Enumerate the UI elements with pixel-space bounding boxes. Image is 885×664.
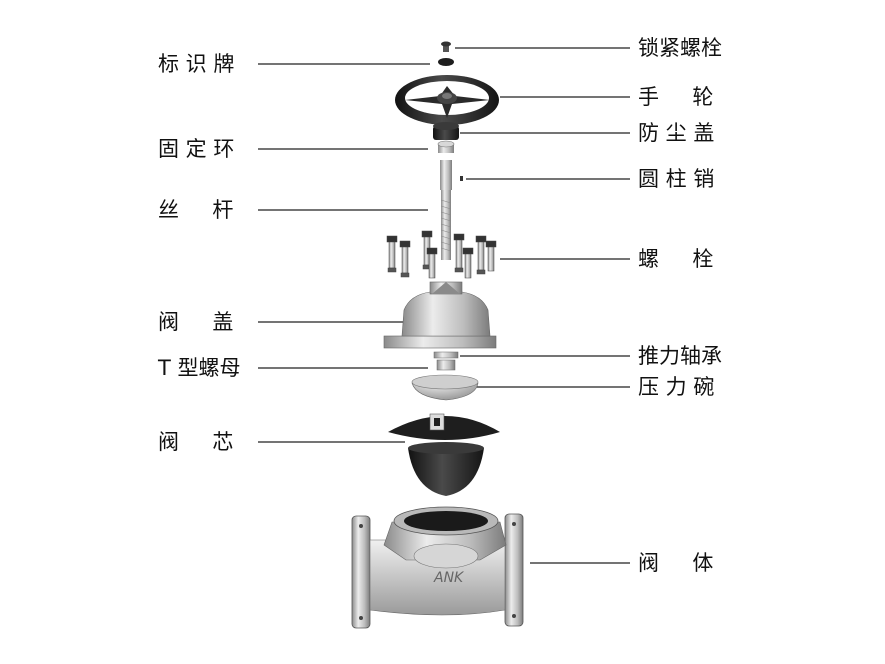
pressure-bowl-part bbox=[411, 374, 479, 401]
label-handwheel: 手 轮 bbox=[638, 85, 714, 109]
valve-body-part: ANK bbox=[351, 506, 524, 629]
diaphragm-part bbox=[388, 413, 500, 440]
label-pressure-bowl: 压 力 碗 bbox=[638, 375, 715, 399]
cylindrical-pin-part bbox=[460, 176, 463, 181]
label-dust-cap: 防 尘 盖 bbox=[638, 121, 715, 145]
label-disc: 阀 芯 bbox=[158, 430, 234, 454]
label-nameplate: 标 识 牌 bbox=[158, 52, 235, 76]
dust-cap-part bbox=[433, 122, 459, 140]
disc-part bbox=[408, 442, 484, 496]
label-cylindrical-pin: 圆 柱 销 bbox=[638, 167, 715, 191]
thrust-bearing-part bbox=[433, 351, 459, 371]
bonnet-part bbox=[383, 281, 497, 349]
fixing-ring-part bbox=[437, 140, 455, 153]
svg-text:ANK: ANK bbox=[433, 570, 465, 586]
label-t-nut: T 型螺母 bbox=[158, 356, 241, 380]
locking-bolt-part bbox=[441, 41, 451, 52]
label-thrust-bearing: 推力轴承 bbox=[638, 344, 722, 368]
label-locking-bolt: 锁紧螺栓 bbox=[638, 36, 722, 60]
label-stem: 丝 杆 bbox=[158, 198, 234, 222]
label-bolts: 螺 栓 bbox=[638, 247, 714, 271]
handwheel-part bbox=[395, 75, 499, 125]
label-fixing-ring: 固 定 环 bbox=[158, 137, 235, 161]
leader-lines bbox=[258, 47, 630, 564]
label-valve-body: 阀 体 bbox=[638, 551, 714, 575]
stem-part bbox=[440, 160, 452, 260]
nameplate-part bbox=[438, 58, 454, 66]
label-bonnet: 阀 盖 bbox=[158, 310, 234, 334]
bolts-part bbox=[386, 230, 497, 279]
